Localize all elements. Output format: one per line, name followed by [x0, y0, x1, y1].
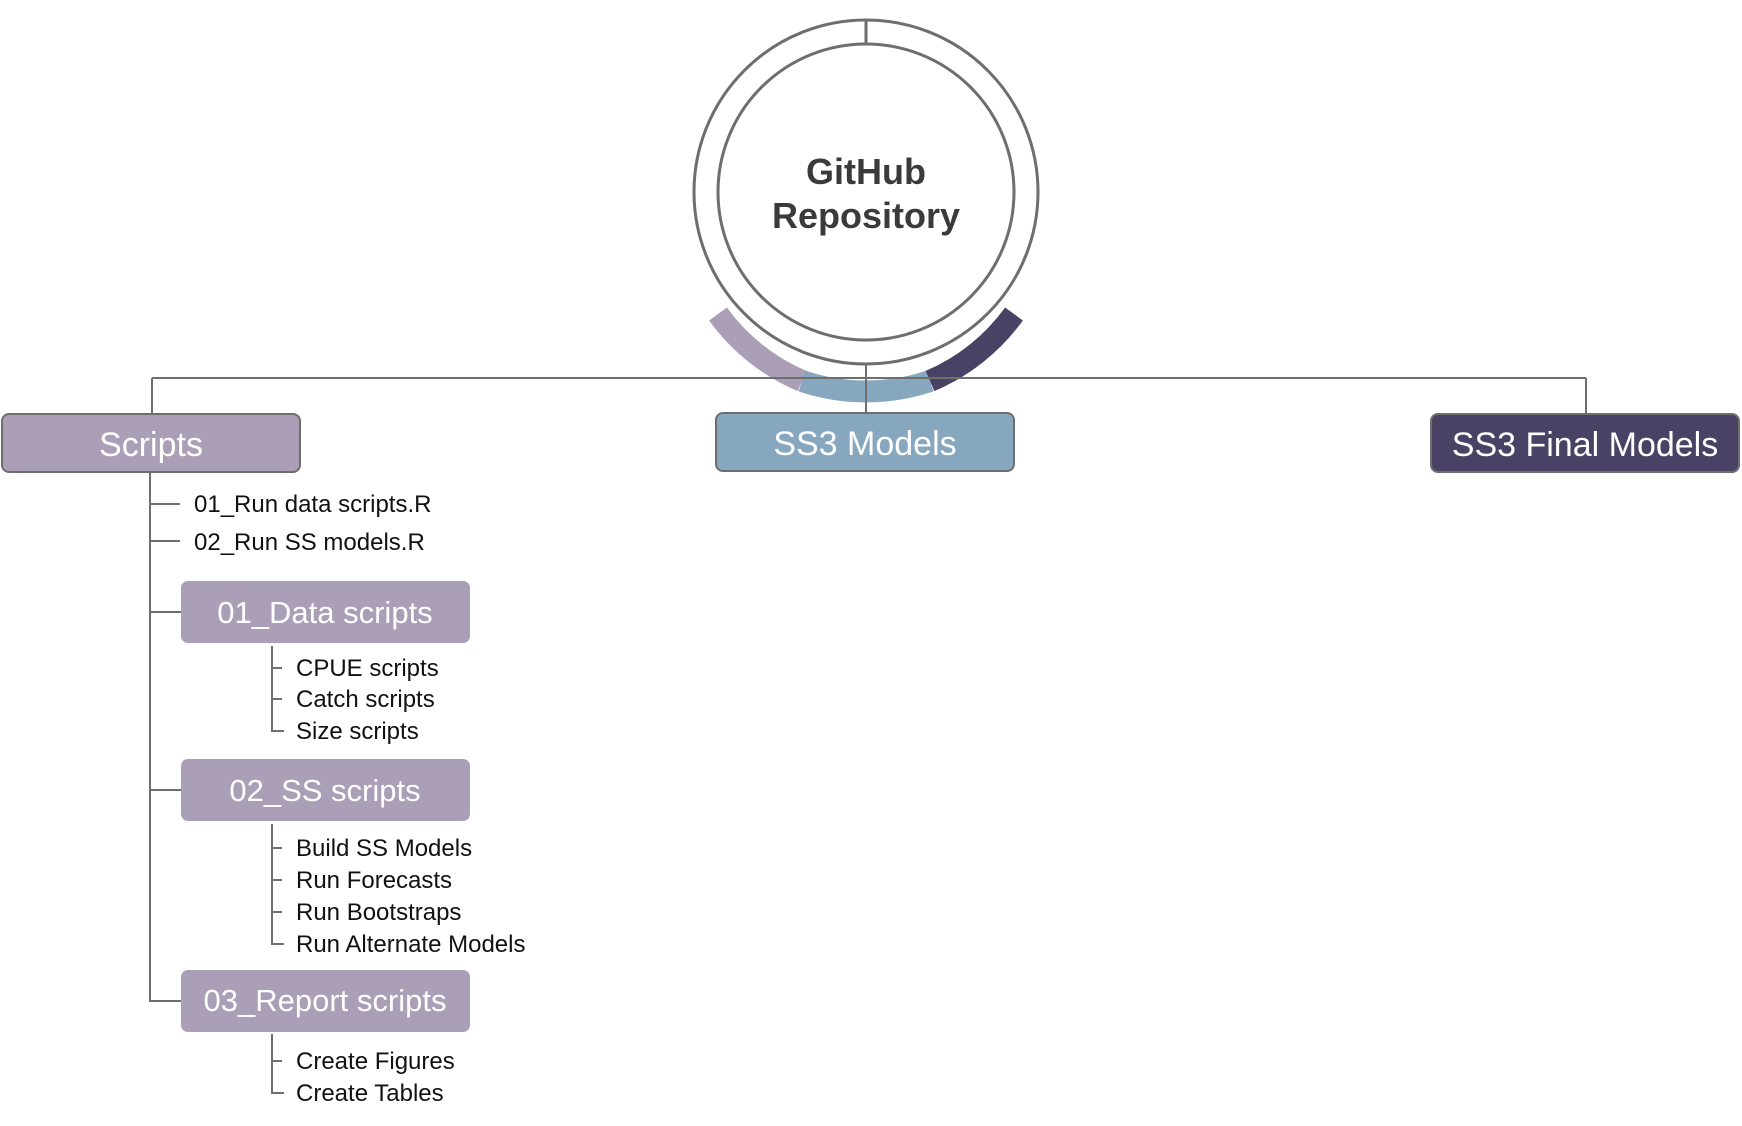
branch-box-models[interactable] [715, 412, 1015, 472]
folder-box-data-scripts[interactable] [181, 581, 470, 643]
ss-scripts-item-3[interactable]: Run Bootstraps [296, 899, 461, 926]
folder-node-ss-scripts[interactable]: 02_SS scripts [181, 759, 470, 821]
ss-scripts-item-4[interactable]: Run Alternate Models [296, 931, 525, 958]
folder-box-report-scripts[interactable] [181, 970, 470, 1032]
group-1-item-trunk [271, 646, 284, 732]
hub-node: GitHub Repository [692, 18, 1040, 403]
connector-lines [149, 364, 1587, 1094]
branch-label-scripts: Scripts [99, 426, 203, 464]
branch-box-scripts[interactable] [1, 413, 301, 473]
report-scripts-item-2[interactable]: Create Tables [296, 1080, 444, 1107]
branch-box-final[interactable] [1430, 413, 1740, 473]
branch-node-final[interactable]: SS3 Final Models [1430, 413, 1740, 473]
folder-label-report-scripts: 03_Report scripts [204, 983, 447, 1018]
branch-label-final: SS3 Final Models [1452, 426, 1718, 464]
script-file-2[interactable]: 02_Run SS models.R [194, 529, 425, 556]
data-scripts-item-2[interactable]: Catch scripts [296, 686, 435, 713]
group-3-item-trunk [271, 1034, 284, 1094]
scripts-trunk-line [149, 472, 182, 1002]
folder-box-ss-scripts[interactable] [181, 759, 470, 821]
report-scripts-item-1[interactable]: Create Figures [296, 1048, 455, 1075]
script-file-1[interactable]: 01_Run data scripts.R [194, 491, 431, 518]
branch-node-scripts[interactable]: Scripts [1, 413, 301, 473]
data-scripts-item-1[interactable]: CPUE scripts [296, 655, 439, 682]
folder-label-data-scripts: 01_Data scripts [217, 595, 432, 630]
hub-arc-final [925, 307, 1023, 392]
folder-node-report-scripts[interactable]: 03_Report scripts [181, 970, 470, 1032]
hub-inner-ring [716, 42, 1016, 342]
data-scripts-item-3[interactable]: Size scripts [296, 718, 419, 745]
hub-title-line1: GitHub [806, 151, 926, 192]
ss-scripts-item-2[interactable]: Run Forecasts [296, 867, 452, 894]
ss-scripts-item-1[interactable]: Build SS Models [296, 835, 472, 862]
folder-label-ss-scripts: 02_SS scripts [229, 773, 420, 808]
branch-label-models: SS3 Models [773, 425, 956, 463]
branch-node-models[interactable]: SS3 Models [715, 412, 1015, 472]
folder-node-data-scripts[interactable]: 01_Data scripts [181, 581, 470, 643]
hub-title-line2: Repository [772, 195, 960, 236]
group-2-item-trunk [271, 824, 284, 945]
hub-arc-scripts [709, 307, 807, 392]
